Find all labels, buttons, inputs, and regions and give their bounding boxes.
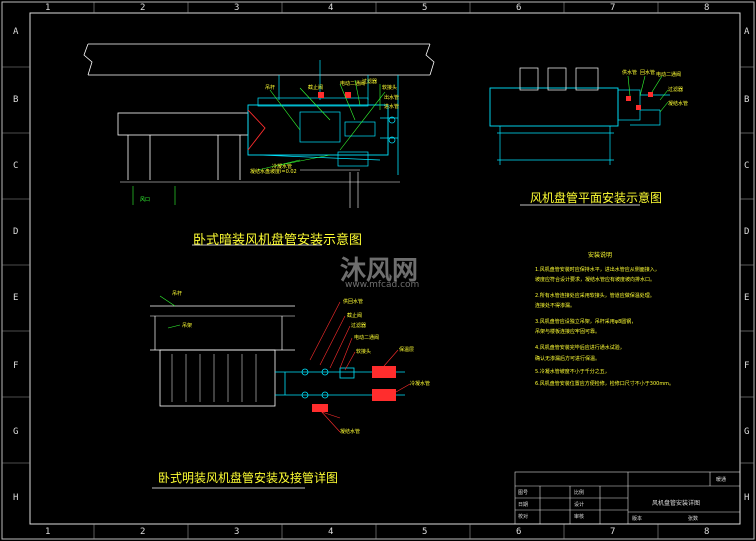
row-label: C <box>13 161 19 171</box>
title-block-cell: 审核 <box>574 514 585 520</box>
notes-line: 1.风机盘管安装时应保持水平，进出水管应从侧面接入， <box>535 267 660 273</box>
notes-heading: 安装说明 <box>588 252 613 259</box>
plan-label: 供水管 <box>622 70 638 76</box>
row-label: A <box>744 27 750 37</box>
detail-label: 吊架 <box>182 323 193 329</box>
row-label: G <box>744 427 750 437</box>
notes-line: 确认无渗漏后方可进行保温。 <box>535 356 601 362</box>
notes-line: 5.冷凝水管坡度不小于千分之五， <box>535 369 610 375</box>
side-label: 软接头 <box>382 85 398 91</box>
title-block-cell: 日期 <box>518 502 529 508</box>
column-label: 8 <box>704 527 710 537</box>
row-label: H <box>744 493 750 503</box>
plan-label: 过滤器 <box>668 87 684 93</box>
title-block-cell: 张数 <box>688 516 699 522</box>
column-label: 4 <box>328 3 334 13</box>
plan-label: 电动二通阀 <box>656 72 682 78</box>
detail-view-title: 卧式明装风机盘管安装及接管详图 <box>158 471 339 485</box>
side-label: 吊杆 <box>265 85 276 91</box>
detail-label: 冷凝水管 <box>410 381 431 387</box>
side-label: 凝结水盘坡度i=0.02 <box>250 169 297 175</box>
column-label: 2 <box>140 3 146 13</box>
column-label: 1 <box>45 3 51 13</box>
row-label: B <box>744 95 750 105</box>
column-label: 7 <box>610 3 616 13</box>
detail-label: 吊杆 <box>172 291 183 297</box>
column-label: 4 <box>328 527 334 537</box>
detail-label: 电动二通阀 <box>354 335 380 341</box>
side-view-drawing <box>83 43 435 208</box>
side-label: 风口 <box>140 197 151 203</box>
row-label: C <box>744 161 750 171</box>
row-label: F <box>744 361 750 371</box>
plan-view-drawing <box>489 67 670 165</box>
notes-line: 6.风机盘管安装位置应方便检修，检修口尺寸不小于300mm。 <box>535 381 675 387</box>
row-label: B <box>13 95 19 105</box>
notes-line: 2.所有水管连接处应采用软接头，管道应做保温处理。 <box>535 293 655 299</box>
title-block-drawing-name: 风机盘管安装详图 <box>652 500 701 507</box>
title-block-cell: 版本 <box>632 516 643 522</box>
column-label: 6 <box>516 3 522 13</box>
watermark-url: www.mfcad.com <box>345 280 420 290</box>
notes-line: 4.风机盘管安装完毕后应进行通水试验， <box>535 345 625 351</box>
notes-line: 3.风机盘管应设独立吊架，吊杆采用φ8圆钢， <box>535 319 637 325</box>
detail-view-drawing <box>150 295 411 433</box>
column-label: 1 <box>45 527 51 537</box>
column-label: 8 <box>704 3 710 13</box>
plan-label: 回水管 <box>640 70 656 76</box>
side-label: 过滤器 <box>362 79 378 85</box>
notes-line: 连接处不得渗漏。 <box>535 303 576 309</box>
title-block-mark: 暖通 <box>716 477 727 483</box>
side-label: 出水管 <box>384 95 400 101</box>
title-block-frame <box>514 471 741 525</box>
column-label: 5 <box>422 3 428 13</box>
side-label: 截止阀 <box>308 85 324 91</box>
watermark-brand: 沐风网 <box>340 256 419 286</box>
row-label: G <box>13 427 19 437</box>
title-block-cell: 比例 <box>574 490 585 496</box>
plan-view-title: 风机盘管平面安装示意图 <box>530 191 663 205</box>
row-label: D <box>744 227 750 237</box>
side-label: 电动二通阀 <box>340 81 366 87</box>
detail-label: 截止阀 <box>347 313 363 319</box>
column-label: 3 <box>234 527 240 537</box>
drawing-frame <box>29 12 741 525</box>
title-block-cell: 校对 <box>518 514 529 520</box>
column-label: 3 <box>234 3 240 13</box>
title-block-cell: 图号 <box>518 490 529 496</box>
side-view-title: 卧式暗装风机盘管安装示意图 <box>193 233 363 248</box>
title-block-cell: 设计 <box>574 502 585 508</box>
detail-label: 保温层 <box>399 347 415 353</box>
detail-label: 供回水管 <box>343 299 364 305</box>
detail-label: 过滤器 <box>351 323 367 329</box>
column-label: 6 <box>516 527 522 537</box>
side-label: 冷凝水管 <box>272 164 293 170</box>
column-label: 5 <box>422 527 428 537</box>
row-label: H <box>13 493 19 503</box>
row-label: F <box>13 361 19 371</box>
row-label: E <box>13 293 19 303</box>
detail-label: 凝结水管 <box>340 429 361 435</box>
notes-line: 坡度应符合设计要求，凝结水管应有坡度坡向排水口。 <box>535 277 656 283</box>
row-label: A <box>13 27 19 37</box>
column-label: 7 <box>610 527 616 537</box>
row-label: E <box>744 293 750 303</box>
column-label: 2 <box>140 527 146 537</box>
detail-label: 软接头 <box>356 349 372 355</box>
notes-line: 吊架与楼板连接应牢固可靠。 <box>535 329 601 335</box>
plan-label: 凝结水管 <box>668 101 689 107</box>
side-label: 进水管 <box>384 104 400 110</box>
row-label: D <box>13 227 19 237</box>
